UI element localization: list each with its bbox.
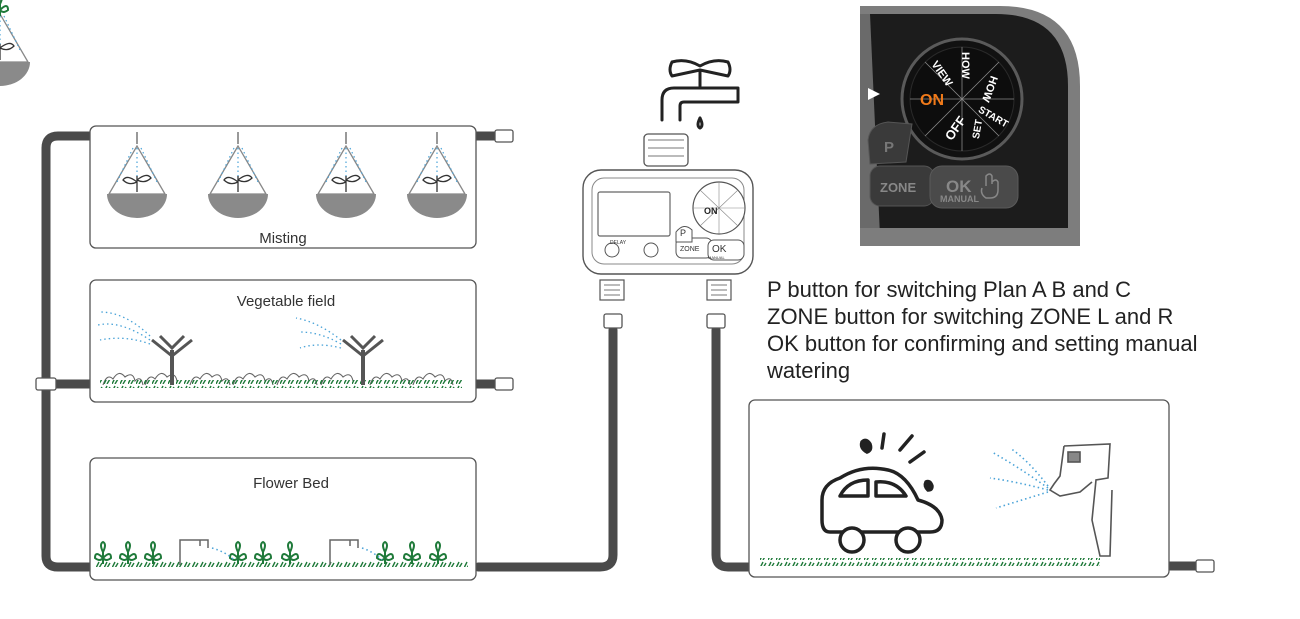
- timer-device: [582, 133, 754, 301]
- caption-line-3: OK button for confirming and setting man…: [767, 331, 1198, 356]
- device-ok-label: OK: [712, 244, 727, 255]
- flower-zone-box: [89, 457, 477, 581]
- caption-line-1: P button for switching Plan A B and C: [767, 277, 1132, 302]
- ok-button-label: OK: [946, 177, 972, 196]
- p-button[interactable]: [867, 121, 913, 165]
- flower-grass: [96, 561, 468, 567]
- zoom-arrow-icon: [868, 88, 880, 100]
- zone-button-label: ZONE: [880, 180, 916, 195]
- pipe-connectors-right: [706, 313, 1215, 573]
- device-manual-label: MANUAL: [708, 255, 725, 260]
- caption-line-2: ZONE button for switching ZONE L and R: [767, 304, 1174, 329]
- misting-label: Misting: [259, 230, 307, 247]
- flower-label: Flower Bed: [253, 475, 329, 492]
- supply-pipe-left: [41, 131, 618, 572]
- device-on-label: ON: [704, 206, 718, 216]
- splash-icon: [859, 432, 934, 492]
- drip-emitters: [179, 539, 383, 565]
- dial-on-label: ON: [920, 92, 944, 109]
- vegetable-label: Vegetable field: [237, 293, 335, 310]
- ok-button[interactable]: [929, 165, 1019, 209]
- dial-knob[interactable]: [900, 37, 1024, 161]
- supply-pipe-right: [711, 325, 1203, 572]
- dial-set-clock-label: SET: [971, 119, 985, 140]
- carwash-grass: [760, 558, 1100, 566]
- spray-gun-icon: [989, 443, 1113, 557]
- misting-pots: [0, 0, 468, 219]
- controller-caption: P button for switching Plan A B and C ZO…: [767, 276, 1287, 384]
- caption-line-4: watering: [767, 358, 851, 383]
- dial-how-often-label: HOW: [959, 52, 971, 80]
- p-button-label: P: [884, 139, 894, 156]
- vegetable-zone-box: [89, 279, 477, 403]
- sprinkler-2: [295, 317, 384, 385]
- carwash-zone-box: [748, 399, 1170, 578]
- device-zone-label: ZONE: [680, 246, 700, 253]
- faucet-icon: [660, 59, 740, 130]
- sprinkler-1: [97, 311, 193, 385]
- device-delay-label: DELAY: [610, 240, 627, 246]
- pipe-connectors-left: [35, 129, 623, 391]
- device-p-label: P: [680, 228, 686, 238]
- misting-zone-box: [89, 125, 477, 249]
- car-icon: [820, 466, 944, 554]
- vegetable-grass: [100, 380, 462, 388]
- ok-manual-label: MANUAL: [940, 194, 979, 204]
- hand-icon: [980, 173, 999, 199]
